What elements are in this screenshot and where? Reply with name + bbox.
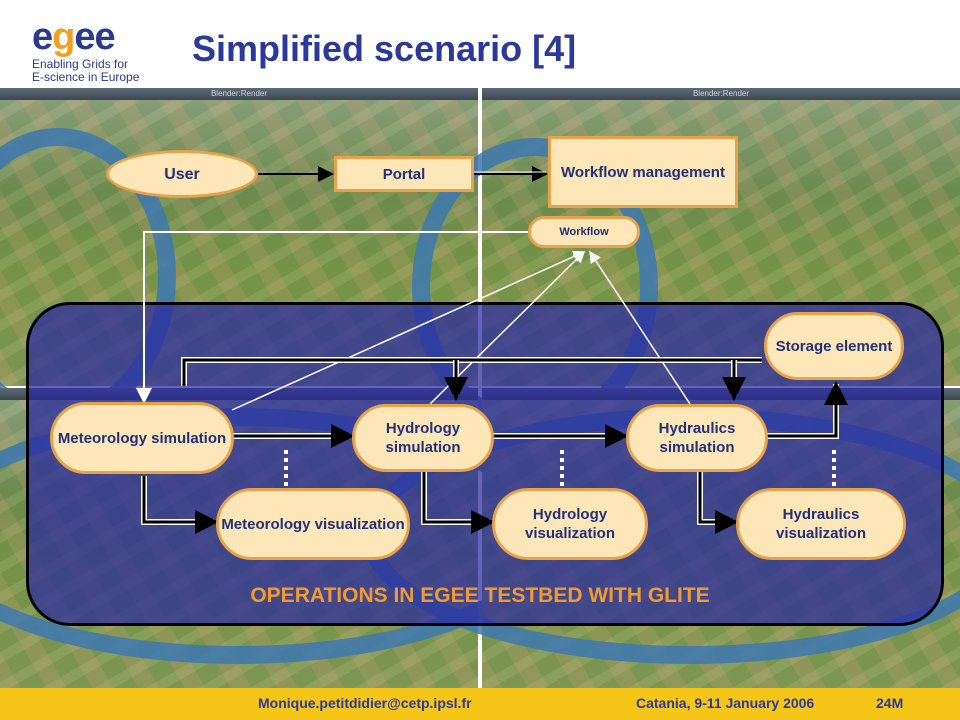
logo-mark: egee [32,16,116,58]
slide-title: Simplified scenario [4] [192,28,577,69]
workflow-management-node[interactable]: Workflow management [548,136,738,208]
hydrology-visualization-node[interactable]: Hydrology visualization [492,488,648,560]
workflow-node[interactable]: Workflow [528,216,640,248]
operations-label: OPERATIONS IN EGEE TESTBED WITH GLITE [250,584,710,607]
meteorology-simulation-node[interactable]: Meteorology simulation [50,402,234,474]
window-titlebar[interactable]: Blender:Render [482,88,960,100]
portal-node[interactable]: Portal [334,156,474,192]
slide-header: egee Enabling Grids for E-science in Eur… [0,0,960,88]
hydraulics-visualization-node[interactable]: Hydraulics visualization [736,488,906,560]
window-titlebar[interactable]: Blender:Render [0,88,478,100]
storage-element-node[interactable]: Storage element [764,312,904,380]
hydrology-simulation-node[interactable]: Hydrology simulation [352,404,494,472]
slide-footer: Monique.petitdidier@cetp.ipsl.fr Catania… [0,688,960,720]
logo-subtitle: Enabling Grids for E-science in Europe [32,58,139,84]
meteorology-visualization-node[interactable]: Meteorology visualization [216,488,410,560]
footer-event: Catania, 9-11 January 2006 [636,695,815,711]
footer-page-number: 24M [876,695,904,711]
user-node[interactable]: User [106,150,258,198]
hydraulics-simulation-node[interactable]: Hydraulics simulation [626,404,768,472]
logo-line-2: E-science in Europe [32,70,140,84]
logo-line-1: Enabling Grids for [32,57,129,71]
egee-logo: egee Enabling Grids for E-science in Eur… [12,14,162,84]
footer-email[interactable]: Monique.petitdidier@cetp.ipsl.fr [258,695,472,711]
